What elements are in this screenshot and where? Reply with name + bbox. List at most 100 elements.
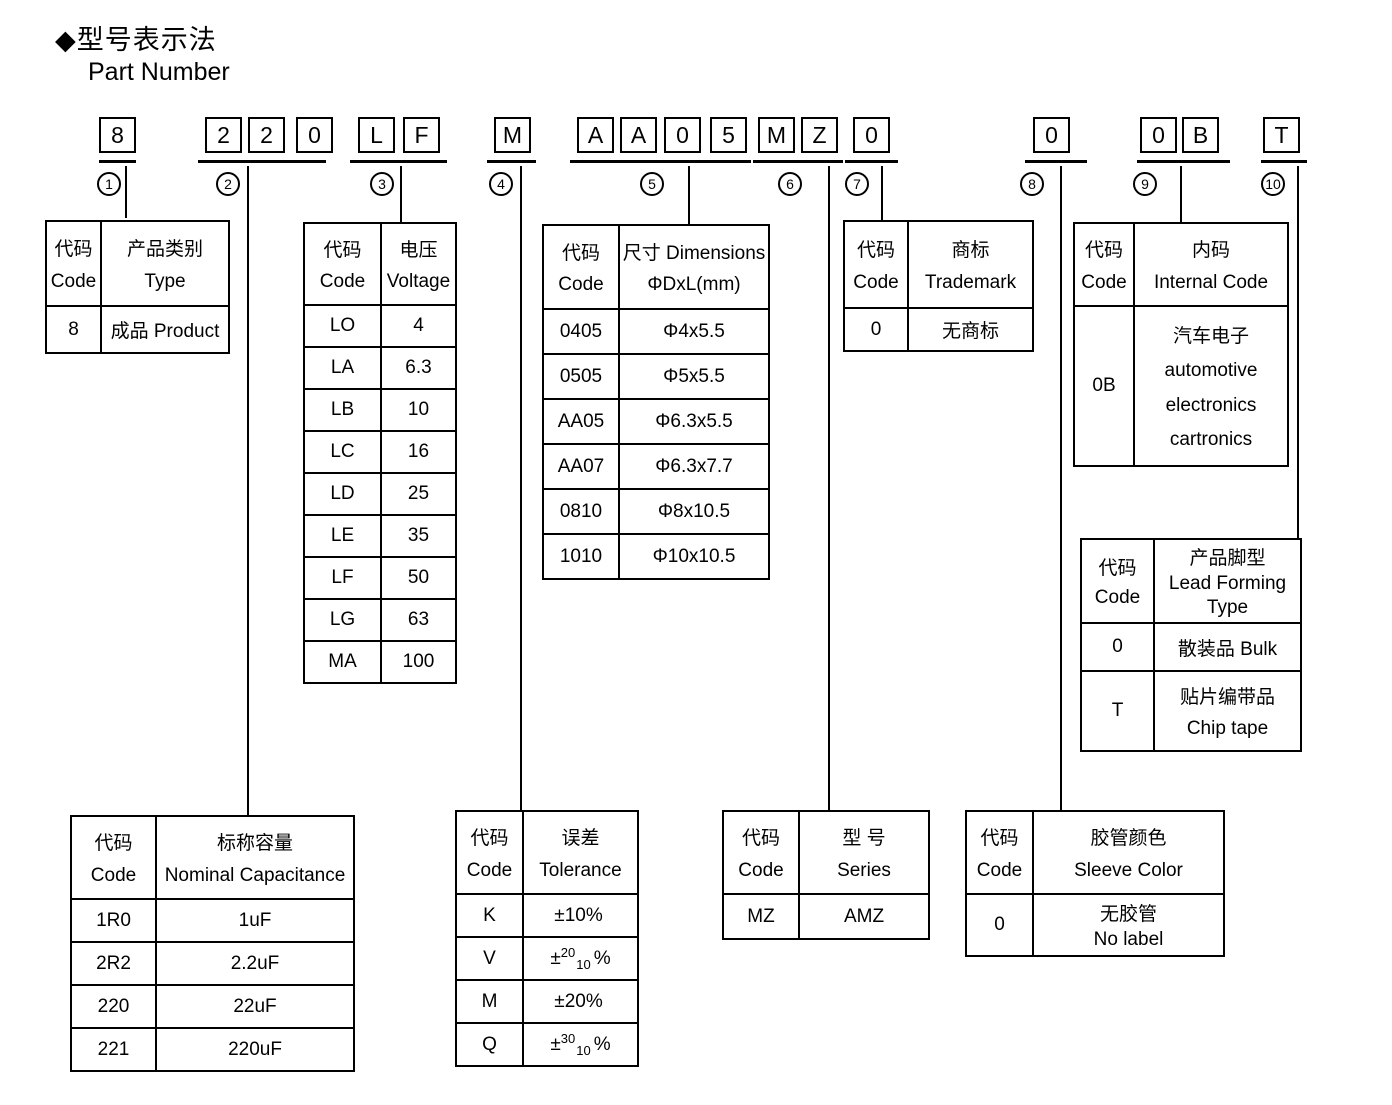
- cell-value: 散装品 Bulk: [1153, 622, 1302, 672]
- cell-code: 220: [70, 984, 157, 1029]
- table-header-row: 代码 Code 商标 Trademark: [843, 220, 1034, 309]
- header-line: Code: [319, 271, 366, 292]
- header-line: Code: [738, 859, 784, 881]
- cell-code: 1R0: [70, 898, 157, 943]
- pn-char-box: 0: [296, 117, 333, 153]
- pn-char-box: M: [758, 117, 795, 153]
- header-line: Nominal Capacitance: [164, 864, 346, 886]
- page-title-en: Part Number: [88, 58, 230, 86]
- header-line: Type: [1206, 596, 1249, 618]
- header-line: Code: [50, 271, 97, 292]
- pn-char-box: Z: [801, 117, 838, 153]
- header-line: Tolerance: [539, 859, 622, 881]
- pn-char-box: L: [358, 117, 395, 153]
- cell-code: LD: [303, 472, 382, 516]
- table-row: Q ±3010%: [455, 1022, 639, 1067]
- cell-value: 2.2uF: [155, 941, 355, 986]
- pn-char-box: 2: [205, 117, 242, 153]
- table-header-row: 代码 Code 产品类别 Type: [45, 220, 230, 307]
- cell-code: 8: [45, 305, 102, 354]
- connector-line-3: [400, 166, 402, 222]
- trademark-table: 代码 Code 商标 Trademark 0 无商标: [843, 220, 1034, 352]
- pn-char-box: 0: [1033, 117, 1070, 153]
- cell-value: 6.3: [380, 346, 457, 390]
- cell-value: 无胶管 No label: [1032, 893, 1225, 957]
- tolerance-table: 代码 Code 误差 Tolerance K ±10% V ±2010% M ±…: [455, 810, 639, 1067]
- table-row: T 贴片编带品 Chip tape: [1080, 670, 1302, 752]
- segment-number-4: 4: [489, 172, 513, 196]
- cell-code: LG: [303, 598, 382, 642]
- pn-char-box: A: [620, 117, 657, 153]
- cell-code: 0505: [542, 353, 620, 400]
- segment-number-6: 6: [778, 172, 802, 196]
- segment-number-9: 9: [1133, 172, 1157, 196]
- segment-underline-2: [198, 160, 326, 163]
- table-row: V ±2010%: [455, 936, 639, 981]
- cell-value: 无商标: [907, 307, 1034, 352]
- connector-line-5: [688, 166, 690, 224]
- segment-number-3: 3: [370, 172, 394, 196]
- cell-value: 16: [380, 430, 457, 474]
- value-line: No label: [1093, 929, 1164, 950]
- value-line: 汽车电子: [1172, 325, 1249, 347]
- pn-char-box: 0: [853, 117, 890, 153]
- value-line: cartronics: [1169, 429, 1253, 451]
- table-header-row: 代码 Code 电压 Voltage: [303, 222, 457, 306]
- connector-line-2: [247, 166, 249, 815]
- table-row: MZ AMZ: [722, 893, 930, 940]
- connector-line-9: [1180, 166, 1182, 222]
- pn-char-box: M: [494, 117, 531, 153]
- segment-number-8: 8: [1020, 172, 1044, 196]
- table-row: K ±10%: [455, 893, 639, 938]
- pn-char-box: 8: [99, 117, 136, 153]
- cell-value: 63: [380, 598, 457, 642]
- cell-value: 220uF: [155, 1027, 355, 1072]
- table-row: 0 散装品 Bulk: [1080, 622, 1302, 672]
- series-table: 代码 Code 型 号 Series MZ AMZ: [722, 810, 930, 940]
- table-row: 8 成品 Product: [45, 305, 230, 354]
- header-line: Sleeve Color: [1074, 859, 1183, 881]
- segment-number-7: 7: [845, 172, 869, 196]
- table-header-row: 代码 Code 型 号 Series: [722, 810, 930, 895]
- header-line: 代码: [741, 828, 780, 850]
- value-line: electronics: [1165, 394, 1257, 416]
- pn-char-box: 2: [248, 117, 285, 153]
- header-line: Series: [837, 859, 891, 881]
- segment-number-2: 2: [216, 172, 240, 196]
- header-line: 胶管颜色: [1090, 828, 1167, 850]
- header-line: 商标: [951, 239, 990, 261]
- cell-code: LF: [303, 556, 382, 600]
- cell-value: ±3010%: [522, 1022, 639, 1067]
- cell-value: Φ5x5.5: [618, 353, 770, 400]
- connector-line-1: [125, 166, 127, 218]
- table-header-row: 代码 Code 标称容量 Nominal Capacitance: [70, 815, 355, 900]
- cell-value: Φ8x10.5: [618, 488, 770, 535]
- segment-underline-7: [845, 160, 898, 163]
- cell-code: Q: [455, 1022, 524, 1067]
- segment-underline-9: [1137, 160, 1230, 163]
- segment-underline-5: [570, 160, 751, 163]
- cell-value: Φ6.3x5.5: [618, 398, 770, 445]
- cell-value: 1uF: [155, 898, 355, 943]
- cell-value: 100: [380, 640, 457, 684]
- header-line: 代码: [323, 240, 362, 261]
- table-header-row: 代码 Code 胶管颜色 Sleeve Color: [965, 810, 1225, 895]
- cell-code: LO: [303, 304, 382, 348]
- header-line: ΦDxL(mm): [647, 274, 741, 296]
- cell-code: T: [1080, 670, 1155, 752]
- connector-line-6: [828, 166, 830, 810]
- pn-char-box: 0: [1140, 117, 1177, 153]
- cell-code: 0405: [542, 308, 620, 355]
- cell-value: 4: [380, 304, 457, 348]
- lead-forming-table: 代码 Code 产品脚型 Lead Forming Type 0 散装品 Bul…: [1080, 538, 1302, 752]
- connector-line-4: [520, 166, 522, 810]
